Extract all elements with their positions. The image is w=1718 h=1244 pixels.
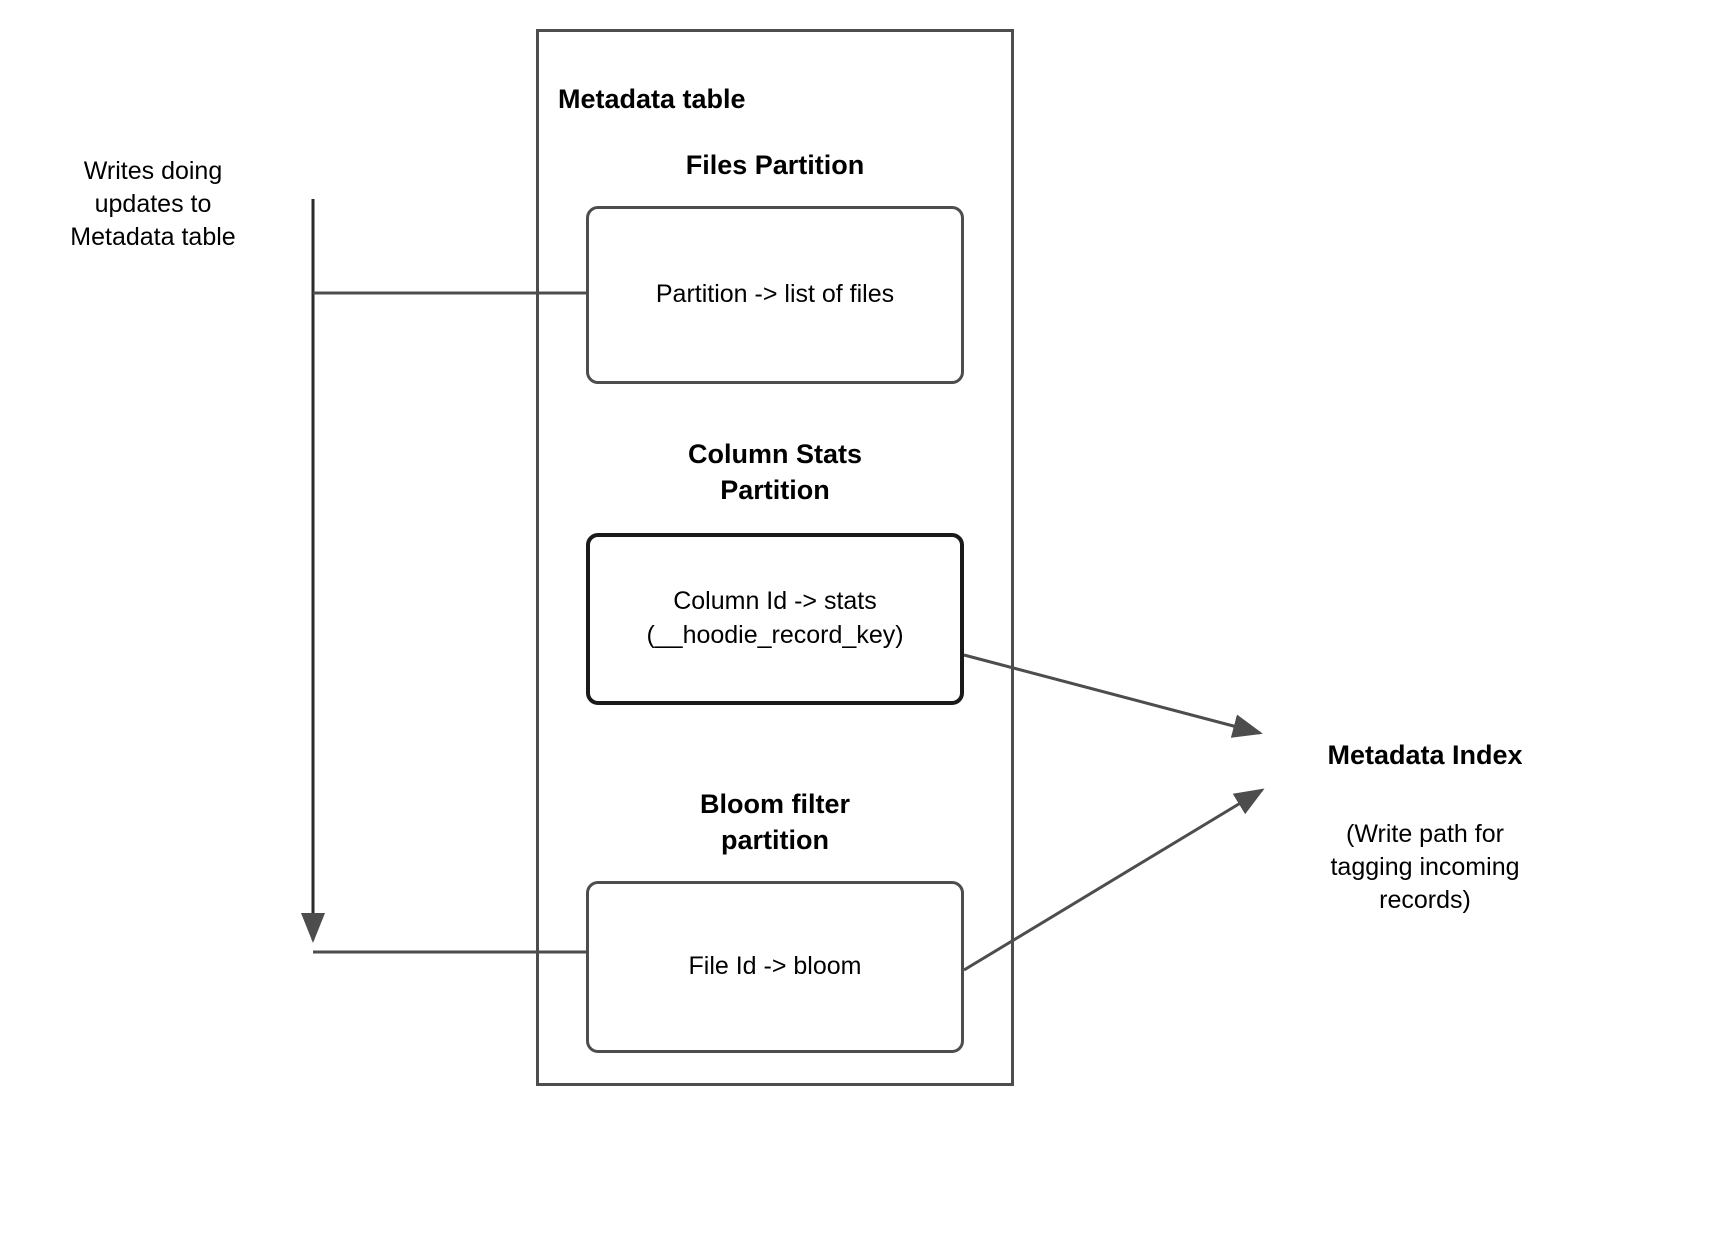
column-stats-partition-box: Column Id -> stats (__hoodie_record_key)	[586, 533, 964, 705]
column-stats-partition-title: Column Stats Partition	[687, 439, 862, 505]
files-partition-title: Files Partition	[685, 150, 865, 180]
bloom-filter-partition-title: Bloom filter partition	[699, 789, 850, 855]
bloom-filter-partition-box: File Id -> bloom	[586, 881, 964, 1053]
metadata-table-container	[536, 29, 1014, 1086]
metadata-index-title: Metadata Index	[1327, 740, 1523, 770]
metadata-index-note: (Write path for tagging incoming records…	[1330, 820, 1520, 914]
writes-updates-label: Writes doing updates to Metadata table	[70, 157, 236, 251]
metadata-table-title: Metadata table	[558, 84, 746, 114]
files-partition-box: Partition -> list of files	[586, 206, 964, 384]
